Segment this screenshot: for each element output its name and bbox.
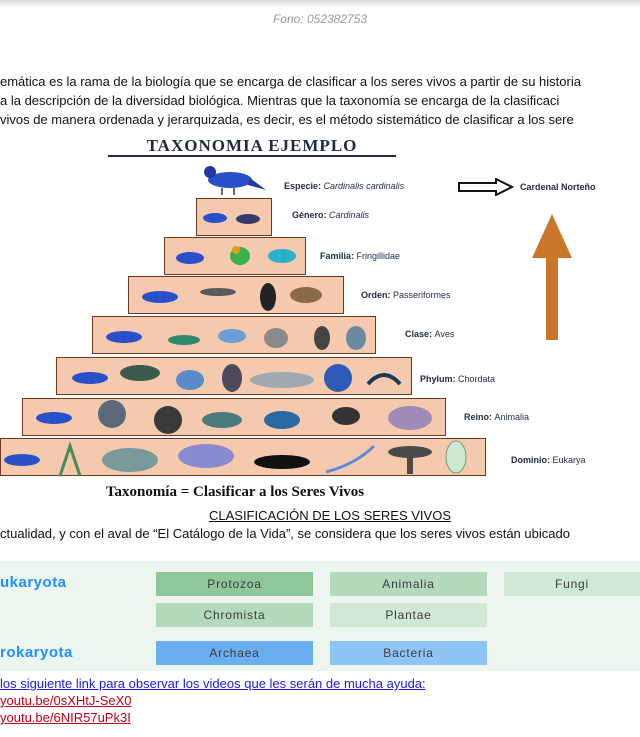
taxonomy-title-underline	[108, 155, 396, 157]
video-link-2[interactable]: youtu.be/6NIR57uPk3I	[0, 710, 131, 725]
rank-genus: Género: Cardinalis	[292, 210, 370, 220]
rank-class: Clase: Aves	[405, 329, 455, 339]
domain-eukaryota: ukaryota	[0, 574, 67, 591]
rank-family: Familia: Fringillidae	[320, 251, 401, 261]
top-shadow	[0, 0, 640, 8]
rank-domain: Dominio: Eukarya	[511, 455, 586, 465]
rank-kingdom: Reino: Animalia	[464, 412, 530, 422]
intro-line-1: emática es la rama de la biología que se…	[0, 74, 581, 89]
kingdom-plantae: Plantae	[330, 603, 487, 627]
kingdom-animalia: Animalia	[330, 572, 487, 596]
right-arrow-icon	[458, 178, 514, 196]
classification-title: CLASIFICACIÓN DE LOS SERES VIVOS	[208, 508, 451, 523]
kingdom-protozoa: Protozoa	[156, 572, 313, 596]
taxonomy-footer: Taxonomía = Clasificar a los Seres Vivos	[105, 484, 365, 500]
links-intro: los siguiente link para observar los vid…	[0, 676, 426, 691]
kingdom-fungi: Fungi	[504, 572, 640, 596]
domain-prokaryota: rokaryota	[0, 644, 73, 661]
intro-line-3: vivos de manera ordenada y jerarquizada,…	[0, 112, 574, 127]
species-common-name: Cardenal Norteño	[520, 182, 596, 192]
rank-phylum: Phylum: Chordata	[420, 374, 496, 384]
rank-order: Orden: Passeriformes	[361, 290, 451, 300]
up-arrow-icon	[532, 214, 572, 340]
kingdom-chromista: Chromista	[156, 603, 313, 627]
phone-number: Fono: 052382753	[272, 12, 368, 26]
kingdom-bacteria: Bacteria	[330, 641, 487, 665]
intro-line-2: a la descripción de la diversidad biológ…	[0, 93, 560, 108]
video-link-1[interactable]: youtu.be/0sXHtJ-SeX0	[0, 693, 132, 708]
organism-illustrations	[4, 166, 467, 477]
classification-sentence: ctualidad, y con el aval de “El Catálogo…	[0, 526, 570, 541]
taxonomy-title: TAXONOMIA EJEMPLO	[146, 136, 358, 155]
cardinal-illustration	[204, 166, 266, 195]
pyramid-band-genus	[196, 198, 272, 236]
rank-species: Especie: Cardinalis cardinalis	[284, 181, 405, 191]
kingdom-archaea: Archaea	[156, 641, 313, 665]
